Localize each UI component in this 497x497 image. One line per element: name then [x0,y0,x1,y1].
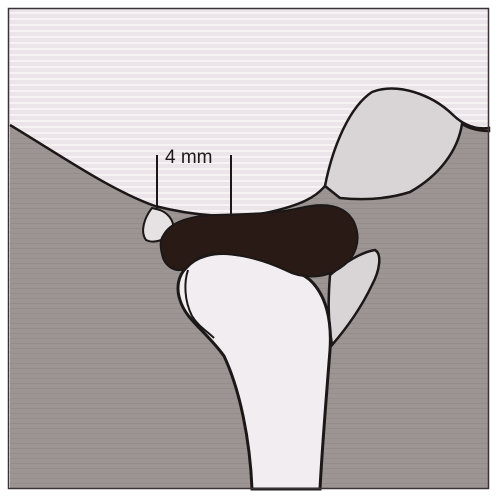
measurement-label: 4 mm [165,147,213,168]
